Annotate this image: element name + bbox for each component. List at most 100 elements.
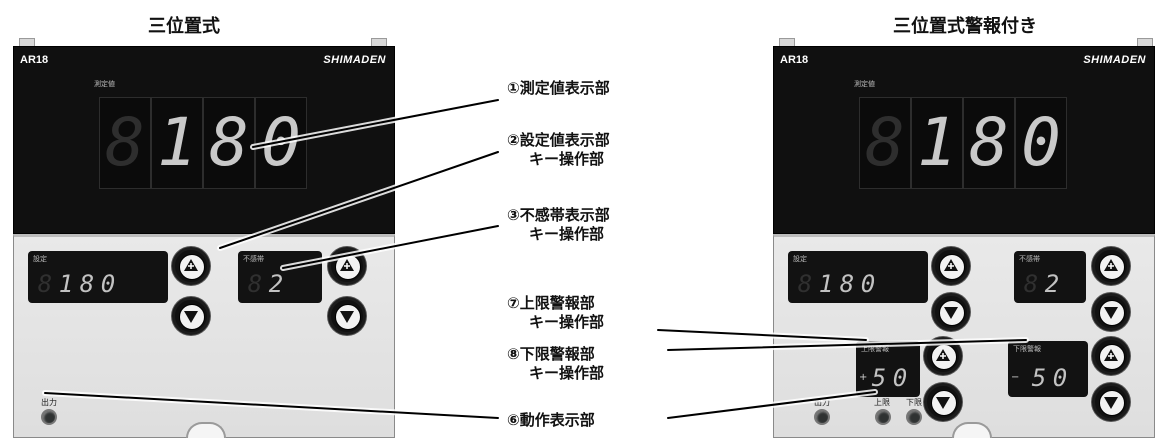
pv-digit: 8 [203,97,255,189]
pv-digit: 1 [151,97,203,189]
right-clip [1137,38,1153,48]
hi-alarm-panel: 上限警報 + 5 0 [856,341,920,397]
sv-up-button[interactable] [172,247,210,285]
up-triangle-icon [184,259,198,271]
key-area: 設定 8 1 8 0 不感帯 8 2 [773,234,1155,438]
lo-display: 5 0 [1030,365,1069,391]
leader-line-8 [667,339,1027,351]
lo-down-button[interactable] [1092,383,1130,421]
left-title: 三位置式 [148,16,220,37]
up-triangle-icon [936,349,950,361]
sv-down-button[interactable] [172,297,210,335]
sv-label: 設定 [793,255,807,263]
callout-6: ⑥動作表示部 [507,411,595,430]
pv-display: 8 1 8 0 [859,97,1067,189]
sv-down-button[interactable] [932,293,970,331]
output-led-label: 出力 [41,398,57,407]
sv-digit: 8 [37,270,53,298]
callout-8-line1: ⑧下限警報部 [507,345,595,363]
db-digit: 8 [247,270,263,298]
db-display: 8 2 [1022,271,1061,297]
up-triangle-icon [944,259,958,271]
brand-name: SHIMADEN [1083,54,1146,66]
callout-7-line1: ⑦上限警報部 [507,294,595,312]
callout-2: ②設定値表示部 キー操作部 [507,131,610,169]
pv-label: 測定値 [94,80,115,88]
sv-display: 8 1 8 0 [796,271,877,297]
hi-led [875,409,891,425]
sv-digit: 0 [100,270,116,298]
callout-8-line2: キー操作部 [529,364,605,382]
db-label: 不感帯 [1019,255,1040,263]
up-triangle-icon [340,259,354,271]
callout-3-line2: キー操作部 [529,225,605,243]
sv-digit: 1 [58,270,74,298]
db-up-button[interactable] [1092,247,1130,285]
lo-led [906,409,922,425]
callout-1: ①測定値表示部 [507,79,610,98]
right-title: 三位置式警報付き [893,16,1037,37]
up-triangle-icon [1104,259,1118,271]
up-triangle-icon [1104,349,1118,361]
callout-7: ⑦上限警報部 キー操作部 [507,294,604,332]
hi-alarm-label: 上限警報 [861,345,889,353]
model-name: AR18 [780,54,809,66]
down-triangle-icon [184,311,198,323]
db-down-button[interactable] [328,297,366,335]
pv-digit: 8 [859,97,911,189]
model-name: AR18 [20,54,49,66]
pv-label: 測定値 [854,80,875,88]
hi-led-label: 上限 [874,398,890,407]
right-clip [371,38,387,48]
db-panel: 不感帯 8 2 [238,251,322,303]
lo-digit: 5 [1031,364,1047,392]
sv-panel: 設定 8 1 8 0 [788,251,928,303]
db-digit: 8 [1023,270,1039,298]
db-panel: 不感帯 8 2 [1014,251,1086,303]
db-down-button[interactable] [1092,293,1130,331]
sv-label: 設定 [33,255,47,263]
sv-digit: 8 [79,270,95,298]
sv-digit: 8 [797,270,813,298]
callout-7-line2: キー操作部 [529,313,605,331]
lo-digit: 0 [1052,364,1068,392]
down-triangle-icon [340,311,354,323]
pv-digit: 0 [1015,97,1067,189]
db-display: 8 2 [246,271,285,297]
lo-alarm-panel: 下限警報 − 5 0 [1008,341,1088,397]
db-digit: 2 [268,270,284,298]
output-led [814,409,830,425]
callout-1-line1: ①測定値表示部 [507,79,610,97]
brand-name: SHIMADEN [323,54,386,66]
display-area: AR18 SHIMADEN 測定値 8 1 8 0 [13,46,395,234]
lo-up-button[interactable] [1092,337,1130,375]
hi-digit: 5 [871,364,887,392]
output-led [41,409,57,425]
lo-alarm-label: 下限警報 [1013,345,1041,353]
db-digit: 2 [1044,270,1060,298]
sv-digit: 8 [839,270,855,298]
down-triangle-icon [1104,307,1118,319]
pv-digit: 8 [99,97,151,189]
callout-8: ⑧下限警報部 キー操作部 [507,345,604,383]
callout-2-line1: ②設定値表示部 [507,131,610,149]
left-clip [19,38,35,48]
leader-line-6a [44,392,499,419]
down-triangle-icon [1104,397,1118,409]
leader-line-2 [219,151,499,249]
sv-digit: 1 [818,270,834,298]
callout-3: ③不感帯表示部 キー操作部 [507,206,610,244]
hi-sign: + [859,372,868,383]
sv-up-button[interactable] [932,247,970,285]
sv-panel: 設定 8 1 8 0 [28,251,168,303]
db-label: 不感帯 [243,255,264,263]
lo-led-label: 下限 [906,398,922,407]
lo-sign: − [1011,372,1020,383]
hi-digit: 0 [892,364,908,392]
hi-down-button[interactable] [924,383,962,421]
down-triangle-icon [944,307,958,319]
left-clip [779,38,795,48]
leader-line-6b [667,391,876,419]
hi-display: 5 0 [870,365,909,391]
